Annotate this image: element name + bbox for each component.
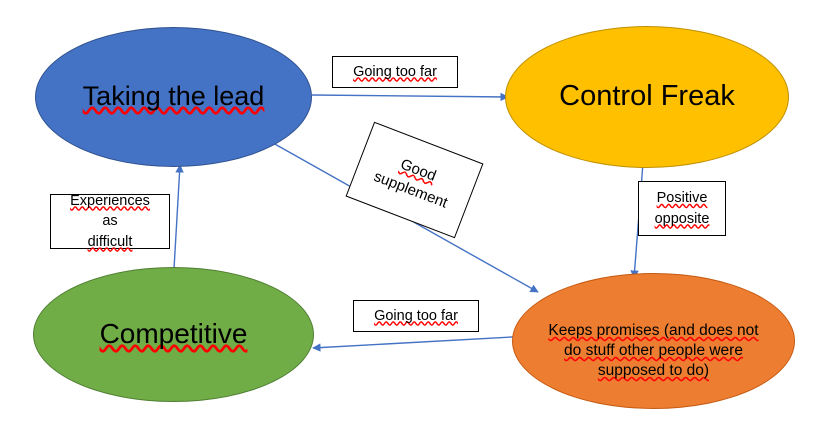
node-keeps-promises-line-3: supposed to do)	[597, 362, 710, 380]
edge-label-going-too-far-top-text: Going too far	[353, 63, 437, 80]
edge-label-good-supplement[interactable]: Good supplement	[345, 121, 484, 239]
edge-label-positive-opposite-line-1: Positive	[656, 189, 708, 206]
node-keeps-promises[interactable]: Keeps promises (and does not do stuff ot…	[512, 273, 795, 409]
node-control-freak-label: Control Freak	[559, 80, 735, 113]
node-control-freak[interactable]: Control Freak	[505, 26, 789, 168]
edge-competitive-to-taking-the-lead	[173, 164, 184, 270]
node-keeps-promises-line-2: do stuff other people were	[564, 342, 743, 359]
edge-label-experiences-as-difficult[interactable]: Experiences as difficult	[50, 192, 170, 252]
node-keeps-promises-line-1: Keeps promises (and does not	[548, 321, 759, 339]
edge-taking-the-lead-to-control-freak	[311, 92, 509, 102]
edge-keeps-promises-to-competitive	[312, 335, 531, 352]
edge-label-positive-opposite[interactable]: Positive opposite	[638, 181, 726, 236]
edge-label-going-too-far-bottom[interactable]: Going too far	[353, 300, 479, 332]
edge-label-experiences-as-difficult-line-1: Experiences	[70, 192, 150, 209]
node-keeps-promises-label: Keeps promises (and does not do stuff ot…	[524, 301, 783, 382]
node-competitive-label: Competitive	[99, 318, 248, 350]
edge-label-experiences-as-difficult-word-as: as	[102, 213, 118, 230]
edge-label-positive-opposite-line-2: opposite	[654, 210, 710, 227]
node-competitive[interactable]: Competitive	[33, 267, 314, 402]
edge-label-experiences-as-difficult-word-difficult: difficult	[87, 233, 133, 250]
edge-label-going-too-far-top[interactable]: Going too far	[332, 56, 458, 88]
node-taking-the-lead[interactable]: Taking the lead	[35, 27, 312, 167]
edge-label-experiences-as-difficult-line-2: as difficult	[88, 211, 133, 252]
node-taking-the-lead-label: Taking the lead	[82, 81, 265, 112]
edge-label-going-too-far-bottom-text: Going too far	[374, 307, 458, 324]
